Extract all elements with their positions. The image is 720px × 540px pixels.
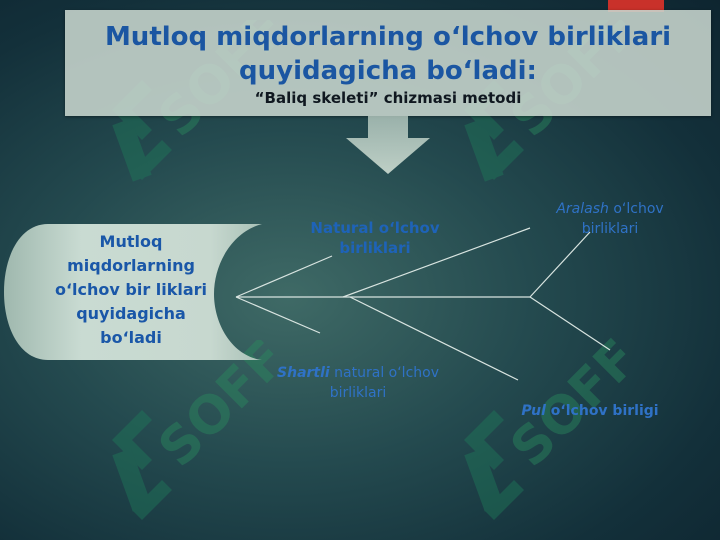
- bone-natural: [235, 255, 333, 298]
- slide-subtitle: “Baliq skeleti” chizmasi metodi: [254, 89, 522, 107]
- label-pul-rest: o‘lchov birligi: [545, 403, 659, 419]
- label-pul: Pul o‘lchov birligi: [510, 401, 670, 421]
- fish-head-text: Mutloq miqdorlarning o‘lchov bir liklari…: [54, 232, 208, 347]
- label-natural: Natural o‘lchov birliklari: [310, 219, 440, 257]
- label-shartli: Shartli natural o‘lchov birliklari: [258, 363, 458, 403]
- slide-title: Mutloq miqdorlarning o‘lchov birliklari …: [104, 22, 672, 86]
- bone-lower: [349, 296, 519, 381]
- watermark-logo-bottom-right: SOFF: [464, 330, 644, 520]
- label-pul-em: Pul: [521, 403, 546, 419]
- fish-head-shape: [4, 224, 262, 360]
- label-shartli-rest: natural o‘lchov birliklari: [329, 365, 439, 401]
- label-aralash-rest: o‘lchov birliklari: [581, 201, 664, 237]
- bone-pul: [529, 296, 611, 351]
- bone-shartli: [235, 296, 321, 334]
- bone-upper: [342, 227, 531, 298]
- title-box: Mutloq miqdorlarning o‘lchov birliklari …: [65, 10, 711, 116]
- corner-accent: [608, 0, 664, 12]
- label-aralash-em: Aralash: [556, 201, 609, 217]
- bone-aralash: [529, 231, 591, 298]
- down-arrow-icon: [346, 116, 430, 174]
- label-aralash: Aralash o‘lchov birliklari: [540, 199, 680, 239]
- label-shartli-em: Shartli: [277, 365, 330, 381]
- watermark-logo-bottom-left: SOFF: [112, 340, 292, 520]
